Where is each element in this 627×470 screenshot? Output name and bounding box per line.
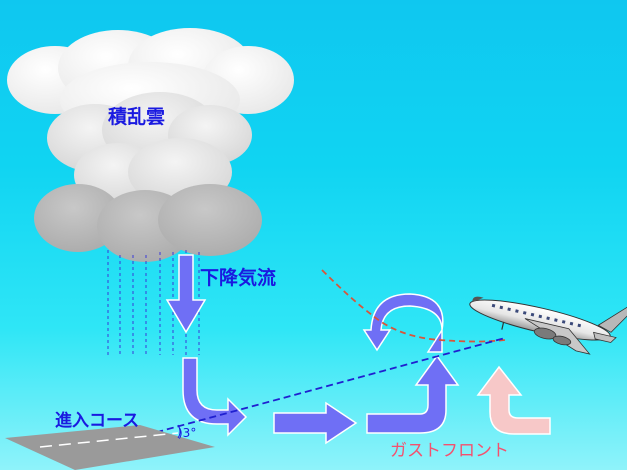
flight-path <box>321 269 506 343</box>
gust-arrow <box>476 365 551 435</box>
glide-angle-label: )3° <box>178 426 197 440</box>
gust-front-label: ガストフロント <box>390 441 509 461</box>
outflow-arrow <box>182 357 248 437</box>
cumulonimbus-label: 積乱雲 <box>108 106 166 128</box>
downdraft-arrow <box>165 254 207 334</box>
cumulonimbus-cloud-icon <box>7 28 294 262</box>
angle-arc <box>177 424 181 439</box>
upturn-arrow <box>366 354 460 434</box>
runway-icon <box>5 425 215 470</box>
loop-arrow <box>362 293 444 353</box>
approach-line <box>134 337 506 439</box>
rain-streaks-icon <box>107 250 200 355</box>
aircraft-icon <box>469 296 627 355</box>
horizontal-arrow <box>273 401 358 445</box>
downdraft-label: 下降気流 <box>200 267 277 289</box>
approach-course-label: 進入コース <box>55 411 140 431</box>
